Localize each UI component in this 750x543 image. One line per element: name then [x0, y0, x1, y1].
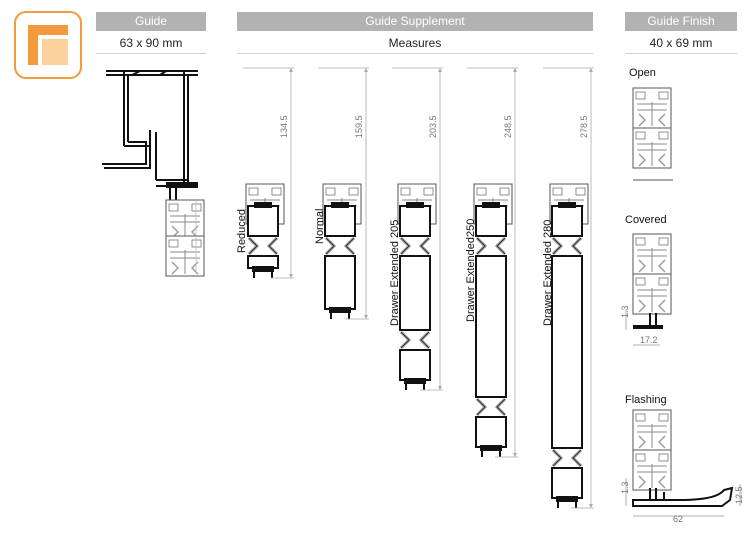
- finish-open-profile: [632, 87, 673, 181]
- variant-height: 134.5: [279, 115, 289, 138]
- variant-label: Drawer Extended 280: [542, 219, 554, 326]
- guide-grey-lower: [165, 199, 205, 277]
- supplement-header: Guide Supplement: [237, 12, 593, 31]
- finish-size: 40 x 69 mm: [625, 34, 737, 54]
- finish-flashing-dim-h: 62: [673, 514, 684, 524]
- finish-flashing-dim-v: 1.3: [620, 481, 630, 494]
- variant-height: 203.5: [428, 115, 438, 138]
- variant-label: Drawer Extended 205: [389, 219, 401, 326]
- variant-profile-4: [543, 67, 594, 509]
- variant-profile-3: [467, 67, 518, 458]
- guide-size: 63 x 90 mm: [96, 34, 206, 54]
- finish-header: Guide Finish: [625, 12, 737, 31]
- finish-flashing-label: Flashing: [625, 394, 667, 406]
- finish-covered-profile: [625, 233, 672, 346]
- finish-covered-dim-h: 17.2: [640, 335, 658, 345]
- brand-logo: [14, 11, 82, 79]
- variant-profile-1: [318, 67, 369, 320]
- finish-covered-dim-v: 1.3: [620, 305, 630, 318]
- variant-height: 159.5: [354, 115, 364, 138]
- variant-label: Drawer Extended250: [465, 218, 477, 322]
- variant-profile-0: [243, 67, 294, 279]
- variant-label: Normal: [314, 208, 326, 244]
- variant-height: 278.5: [579, 115, 589, 138]
- logo-mark-icon: [28, 25, 68, 65]
- finish-open-label: Open: [629, 67, 656, 79]
- variant-profile-2: [392, 67, 443, 391]
- finish-flashing-profile: [625, 409, 741, 517]
- finish-flashing-dim-v2: 12.5: [734, 486, 744, 504]
- guide-header: Guide: [96, 12, 206, 31]
- variant-height: 248.5: [503, 115, 513, 138]
- supplement-subtitle: Measures: [237, 34, 593, 54]
- finish-covered-label: Covered: [625, 214, 667, 226]
- variant-label: Reduced: [236, 208, 248, 253]
- guide-profile: [102, 70, 198, 200]
